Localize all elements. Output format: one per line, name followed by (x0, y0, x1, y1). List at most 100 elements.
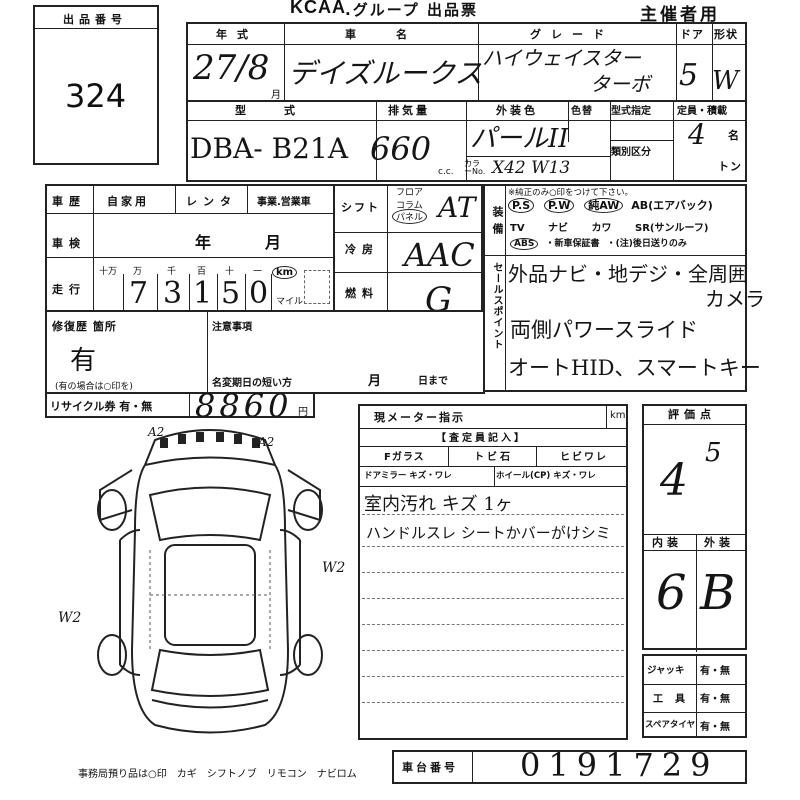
equip-navi: ナビ (548, 223, 569, 234)
rating-value: 4 (660, 455, 688, 506)
color-change-label: 色替 (571, 106, 593, 117)
repair-note: (有の場合は○印を) (55, 382, 133, 392)
meter-unit: km (610, 410, 626, 421)
rating-label: 評価点 (668, 408, 716, 421)
km-unit-circled: km (272, 266, 298, 279)
model-value: DBA- B21A (190, 132, 349, 165)
damage-mark-front-right: A2 (258, 435, 275, 449)
inspector-label: 【査定員記入】 (436, 433, 527, 444)
digit-label-10: 十 (225, 267, 235, 277)
damage-mark-front-left: A2 (148, 425, 165, 439)
spare-yes-no: 有・無 (700, 722, 730, 733)
year-value: 27/8 (193, 48, 270, 88)
class-label: 類別区分 (611, 147, 651, 158)
inspection-label: 車検 (52, 237, 86, 250)
wheel-label: ホイール(CP) キズ・ワレ (496, 471, 596, 481)
digit-label-100k: 十万 (99, 267, 118, 277)
recycle-label: リサイクル券 有・無 (50, 400, 153, 413)
caution-day-unit: 日まで (418, 376, 448, 387)
tools-block (642, 654, 747, 738)
person-unit: 名 (728, 129, 740, 142)
doors-value: 5 (679, 58, 699, 93)
color-value: パールII (470, 124, 569, 154)
tools-label: 工具 (653, 694, 697, 705)
color-code-value: X42 W13 (492, 158, 571, 178)
sales-line3: オートHID、スマートキー (508, 356, 761, 380)
lot-number-box: 出品番号 324 (33, 5, 159, 165)
repair-label: 修復歴 箇所 (52, 320, 117, 333)
equipment-label: 装備 (491, 206, 504, 240)
color-code-label: カラーNo. (464, 159, 486, 176)
mileage-label: 走行 (52, 283, 86, 296)
damage-mark-right-side: W2 (322, 560, 346, 576)
capacity-value: 4 (688, 118, 706, 151)
rating-block (642, 404, 747, 652)
caution-label: 注意事項 (212, 322, 252, 333)
interior-label: 内装 (652, 536, 682, 549)
caution-month-unit: 月 (368, 374, 383, 389)
sheet-title: .グループ 出品票 (345, 1, 479, 19)
model-label: 型式 (235, 104, 333, 117)
equip-note: ・(注)後日送りのみ (606, 239, 687, 249)
mileage-digit-10k: 7 (129, 276, 149, 311)
jack-label: ジャッキ (647, 665, 685, 676)
repair-value: 有 (70, 346, 97, 376)
equipment-row2: TV ナビ カワ SR(サンルーフ) (510, 219, 708, 234)
fuel-value: G (425, 280, 453, 320)
sales-line1: 外品ナビ・地デジ・全周囲 (508, 262, 748, 286)
displacement-label: 排気量 (388, 104, 430, 117)
sales-line2: 両側パワースライド (510, 318, 698, 342)
displacement-value: 660 (370, 130, 432, 168)
damage-mark-left-side: W2 (58, 610, 82, 626)
glass-label: Fガラス (384, 452, 425, 463)
deposit-text: 事務局預り品は○印 カギ シフトノブ リモコン ナビロム (78, 769, 357, 780)
shift-label: シフト (341, 201, 380, 214)
remark-line2: ハンドルスレ シートかバーがけシミ (366, 524, 611, 542)
mileage-digit-1k: 3 (163, 276, 183, 311)
sales-line1b: カメラ (705, 287, 765, 311)
chassis-value: 0191729 (520, 746, 719, 784)
digit-label-100: 百 (197, 267, 207, 277)
shape-label: 形状 (714, 28, 738, 41)
tools-yes-no: 有・無 (700, 694, 730, 705)
inspection-month-unit: 月 (265, 233, 282, 252)
color-label: 外装色 (496, 104, 538, 117)
remark-line1: 室内汚れ キズ 1ヶ (364, 494, 513, 515)
name-label: 車名 (345, 28, 447, 41)
doors-label: ドア (680, 28, 704, 41)
grade-value-line2: ターボ (590, 72, 650, 96)
equipment-row1: P.S P.W 純AW AB(エアバック) (508, 197, 713, 213)
chip-label: トビ石 (474, 452, 513, 463)
grade-label: グレード (530, 28, 614, 41)
mileage-digit-1: 0 (249, 276, 269, 311)
shape-value: W (712, 66, 739, 96)
caution-short-label: 名変期日の短い方 (212, 378, 292, 389)
equip-sunroof: SR(サンルーフ) (635, 223, 709, 234)
history-private: 自家用 (107, 195, 149, 208)
grade-value-line1: ハイウェイスター (482, 46, 641, 70)
lot-number: 324 (65, 77, 127, 115)
capacity-label: 定員・積載 (677, 106, 727, 117)
interior-value: 6 (656, 565, 687, 621)
inspector-remarks-block (358, 404, 628, 740)
ac-value: AAC (404, 236, 475, 274)
mile-unit: マイル (276, 297, 304, 307)
spare-label: スペアタイヤ (645, 720, 696, 730)
shift-value: AT (438, 191, 476, 224)
recycle-value: 8860 (195, 387, 293, 425)
history-rental: レンタ (186, 195, 237, 208)
digit-label-1k: 千 (167, 267, 177, 277)
ac-label: 冷房 (345, 243, 379, 256)
digit-label-10k: 万 (133, 267, 143, 277)
mileage-digit-10: 5 (221, 276, 241, 311)
shift-column: コラム (396, 201, 423, 211)
mileage-check-box (304, 270, 330, 304)
month-unit: 月 (271, 90, 281, 101)
crack-label: ヒビワレ (560, 452, 608, 463)
equip-abs-circled: ABS (510, 238, 539, 250)
brand-logo: KCAA (290, 0, 346, 17)
digit-label-1: 一 (253, 267, 263, 277)
jack-yes-no: 有・無 (700, 666, 730, 677)
exterior-label: 外装 (704, 536, 734, 549)
fuel-label: 燃料 (345, 287, 379, 300)
